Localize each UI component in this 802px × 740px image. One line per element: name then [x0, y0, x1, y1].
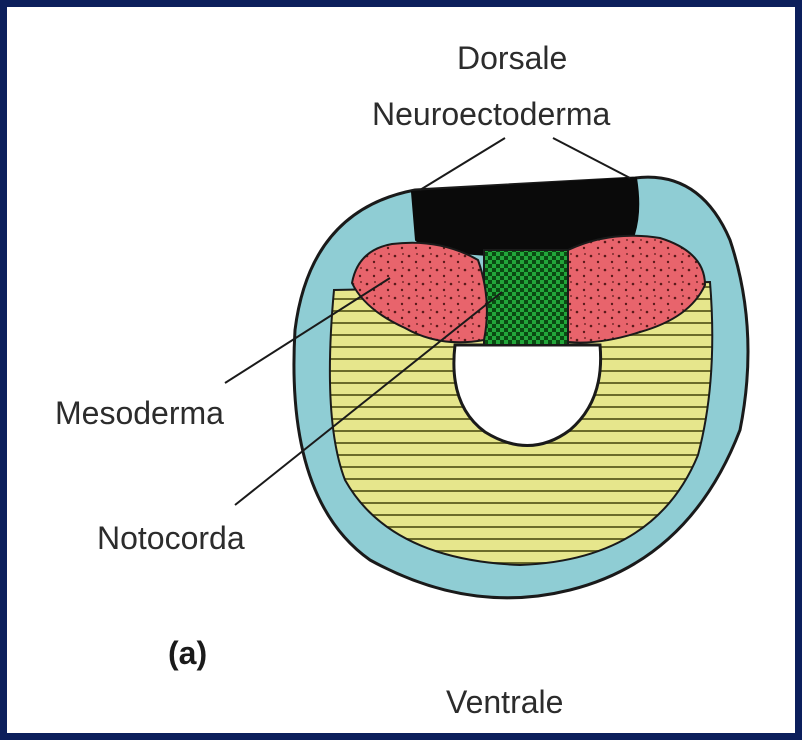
neuroectoderm-leader-right [553, 138, 630, 178]
ventral-label: Ventrale [446, 686, 563, 718]
panel-label: (a) [168, 637, 207, 669]
notochord-label: Notocorda [97, 522, 245, 554]
neuroectoderm-label: Neuroectoderma [372, 98, 610, 130]
mesoderm-label: Mesoderma [55, 397, 224, 429]
neuroectoderm-leader-left [420, 138, 505, 190]
dorsal-label: Dorsale [457, 42, 567, 74]
